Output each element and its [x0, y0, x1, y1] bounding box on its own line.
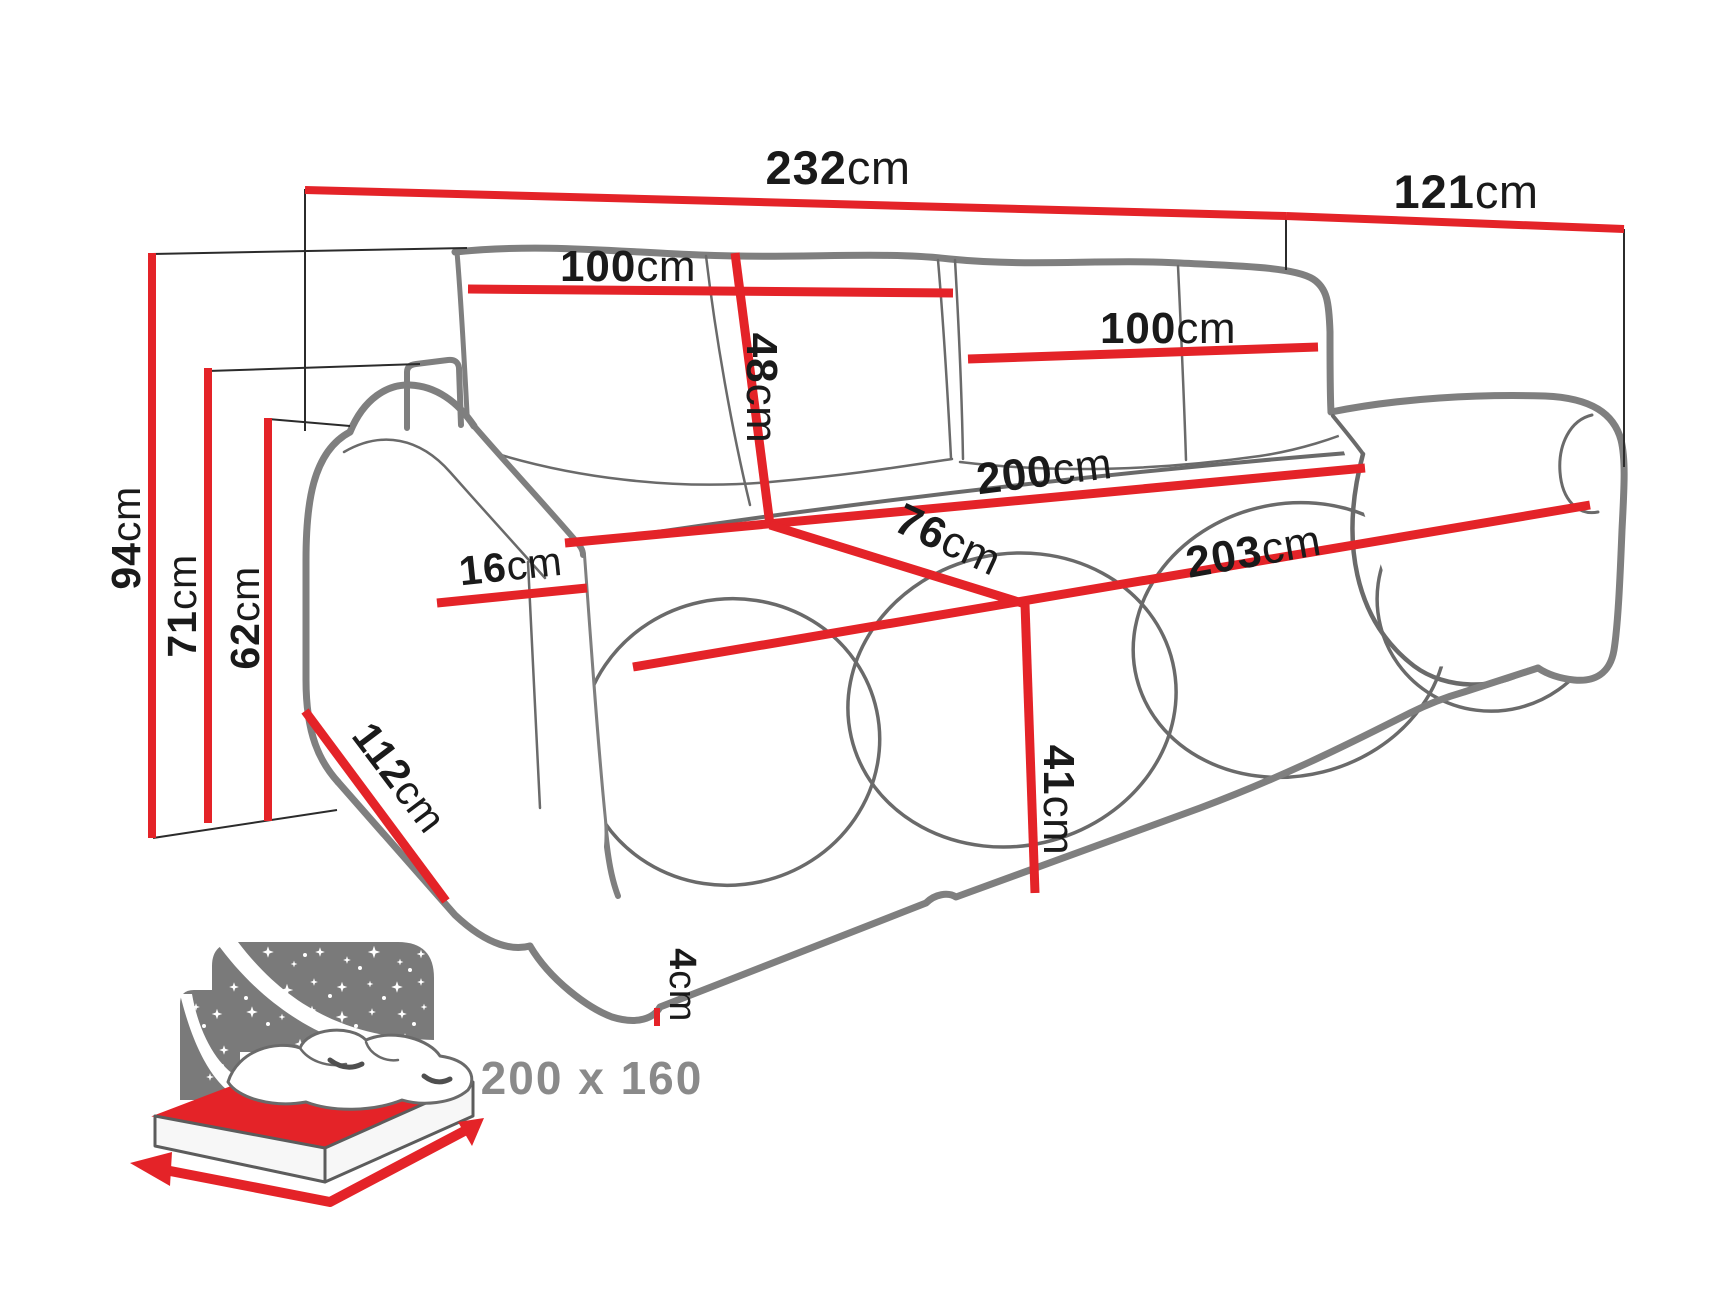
- dim-label-back-cushion-height: 48cm: [737, 333, 786, 444]
- cushion-seam: [936, 258, 953, 460]
- sofa-bed-icon: 200 x 160: [130, 942, 704, 1207]
- dim-line-total-depth: [1285, 212, 1625, 233]
- right-armrest-inner-edge: [1331, 414, 1365, 456]
- dim-label-armrest-top-width: 16cm: [457, 538, 565, 595]
- right-armrest-outline: [1327, 392, 1628, 684]
- dim-label-foot-clearance: 4cm: [661, 948, 703, 1022]
- left-armrest-left-edge: [302, 428, 354, 786]
- arrow-left-icon: [130, 1152, 172, 1186]
- dim-line-back-cushion-left: [467, 284, 954, 298]
- left-armrest-face-seam: [342, 438, 547, 580]
- back-frame-piece: [404, 356, 464, 431]
- bed-duvet: [226, 1028, 474, 1111]
- cushion-seam: [1176, 264, 1188, 462]
- sofa-line-art: [302, 244, 1628, 1024]
- cushion-seam: [953, 258, 965, 461]
- cushion-seam: [958, 426, 1360, 471]
- dim-line-back-cushion-height: [730, 252, 775, 526]
- leader-lines: [151, 189, 1625, 839]
- dim-label-back-cushion-right: 100cm: [1100, 304, 1236, 353]
- left-armrest-inner-descent: [471, 423, 586, 558]
- dim-label-total-depth: 121cm: [1393, 165, 1538, 218]
- star-icons: [192, 945, 428, 1090]
- dim-label-seat-width: 200cm: [974, 439, 1115, 504]
- dim-label-total-height: 94cm: [103, 486, 149, 589]
- seat-cushion: [846, 551, 1178, 849]
- leader-line: [267, 418, 351, 427]
- sleeping-area-size: 200 x 160: [481, 1052, 704, 1104]
- dim-label-seat-height: 41cm: [1034, 745, 1083, 856]
- leader-line: [152, 809, 338, 839]
- right-armrest-fill: [1331, 395, 1625, 681]
- dim-line-front-length: [632, 500, 1591, 672]
- dim-line-total-width: [304, 186, 1287, 220]
- dim-label-back-frame-height: 71cm: [159, 554, 205, 657]
- dim-line-back-cushion-right: [967, 342, 1319, 364]
- dim-label-front-length: 203cm: [1182, 516, 1325, 588]
- dim-line-seat-width: [564, 463, 1366, 548]
- dim-line-seat-depth: [768, 520, 1027, 609]
- dim-line-seat-height: [1020, 603, 1040, 894]
- dim-label-armrest-height: 62cm: [222, 566, 268, 669]
- dim-label-total-width: 232cm: [765, 141, 910, 194]
- dimension-labels: 232cm 121cm 100cm 100cm 48cm 94cm 71cm 6…: [103, 141, 1538, 1022]
- dimension-lines: [148, 186, 1625, 1026]
- dim-line-armrest-top-width: [436, 583, 588, 608]
- dim-line-armrest-side-depth: [301, 708, 450, 904]
- leader-line: [207, 363, 421, 372]
- leader-line: [151, 247, 468, 255]
- sofa-bottom-edge: [526, 664, 1542, 1024]
- headboard-swoosh: [180, 994, 240, 1098]
- left-armrest-bottom-edge: [334, 778, 534, 951]
- cushion-seam: [468, 443, 954, 486]
- backrest-outline: [451, 244, 1335, 416]
- dim-label-back-cushion-left: 100cm: [560, 242, 696, 291]
- arrow-right-icon: [458, 1118, 484, 1146]
- bed-size-arrows: [130, 1118, 484, 1207]
